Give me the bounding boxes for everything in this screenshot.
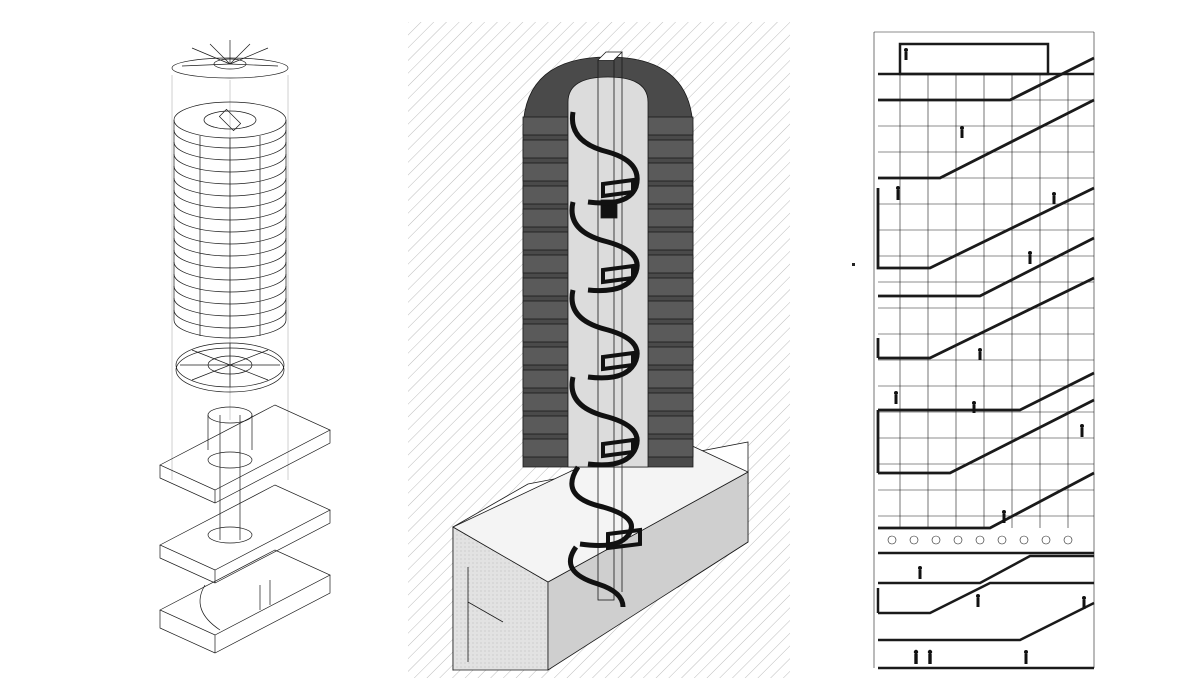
figure-10 bbox=[1002, 510, 1006, 523]
tower-body bbox=[522, 56, 694, 468]
stepped-ramps bbox=[876, 56, 1095, 530]
stair-landings bbox=[601, 177, 642, 551]
figure-3 bbox=[896, 186, 900, 200]
figure-1 bbox=[904, 48, 908, 60]
spiral-stair bbox=[568, 111, 640, 608]
figure-13 bbox=[1082, 596, 1086, 609]
slab-level-1 bbox=[159, 404, 331, 504]
human-figures bbox=[894, 48, 1086, 664]
figure-5 bbox=[1028, 251, 1032, 264]
ornament-row bbox=[887, 535, 1073, 545]
figure-9 bbox=[1080, 424, 1084, 437]
facade-grid bbox=[878, 74, 1094, 528]
section-elevation-panel bbox=[870, 28, 1100, 673]
section-elevation-drawing bbox=[873, 31, 1095, 670]
lower-levels bbox=[876, 551, 1095, 670]
exploded-axonometric-drawing bbox=[159, 40, 331, 654]
building-outline bbox=[873, 31, 1095, 668]
figure-7 bbox=[894, 391, 898, 404]
roof-ring bbox=[171, 40, 289, 79]
core-ring bbox=[207, 406, 253, 540]
cutaway-axonometric-panel bbox=[408, 22, 790, 678]
figure-14 bbox=[913, 649, 919, 664]
figure-8 bbox=[972, 401, 976, 413]
figure-6 bbox=[978, 348, 982, 360]
cutaway-axonometric-drawing bbox=[408, 22, 790, 678]
stray-mark bbox=[852, 263, 855, 266]
slab-level-3 bbox=[159, 549, 331, 654]
figure-2 bbox=[960, 126, 964, 138]
tower-cylinder bbox=[173, 101, 287, 339]
roof-volume bbox=[878, 42, 1094, 76]
figure-11 bbox=[918, 566, 922, 579]
exploded-axonometric-panel bbox=[150, 20, 350, 680]
floor-disc bbox=[175, 342, 285, 393]
figure-12 bbox=[976, 594, 980, 607]
figure-4 bbox=[1052, 192, 1056, 204]
figure-16 bbox=[1024, 650, 1028, 664]
figure-15 bbox=[927, 649, 933, 664]
slab-level-2 bbox=[159, 484, 331, 584]
